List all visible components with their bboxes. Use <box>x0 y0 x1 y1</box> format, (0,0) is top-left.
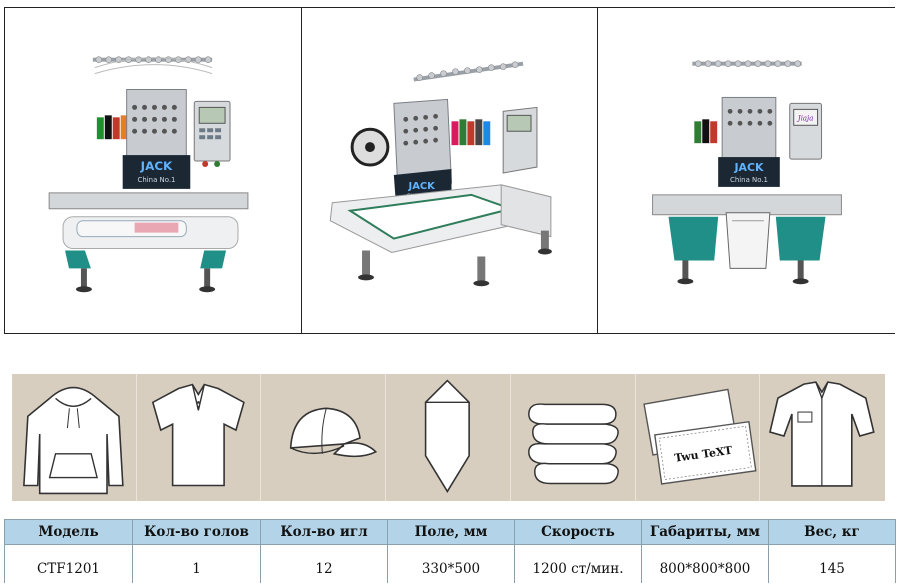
cell-dimensions: 800*800*800 <box>641 544 769 583</box>
brand-slogan: China No.1 <box>138 176 176 184</box>
machine-photo-tubular: Jiaja JACK China No.1 <box>598 8 896 333</box>
header-model: Модель <box>4 519 133 545</box>
cap-icon <box>261 374 387 501</box>
cell-heads: 1 <box>132 544 261 583</box>
brand-logo: JACK <box>407 181 435 192</box>
table-row: CTF1201 1 12 330*500 1200 ст/мин. 800*80… <box>4 544 896 583</box>
product-photo-strip: JACK China No.1 <box>4 7 896 334</box>
cell-weight: 145 <box>768 544 896 583</box>
svg-text:Jiaja: Jiaja <box>796 114 813 122</box>
header-weight: Вес, кг <box>768 519 896 545</box>
embroidery-machine-image: JACK China No.1 <box>329 61 552 287</box>
cell-speed: 1200 ст/мин. <box>514 544 642 583</box>
machine-photo-angle: JACK China No.1 <box>302 8 598 333</box>
button-shirt-icon <box>760 374 885 501</box>
brand-logo: JACK <box>733 161 764 174</box>
machine-photo-front: JACK China No.1 <box>5 8 302 333</box>
header-dimensions: Габариты, мм <box>641 519 769 545</box>
brand-slogan: China No.1 <box>730 176 768 184</box>
header-speed: Скорость <box>514 519 642 545</box>
cell-field: 330*500 <box>387 544 515 583</box>
brand-logo: JACK <box>140 159 173 173</box>
embroidery-machine-image: JACK China No.1 <box>48 56 249 293</box>
applications-band: Twu TeXT <box>12 374 885 501</box>
header-needles: Кол-во игл <box>260 519 388 545</box>
cell-model: CTF1201 <box>4 544 133 583</box>
polo-shirt-icon <box>137 374 262 501</box>
cell-needles: 12 <box>260 544 388 583</box>
spec-table: Модель Кол-во голов Кол-во игл Поле, мм … <box>4 519 896 583</box>
embroidery-machine-image: Jiaja JACK China No.1 <box>652 60 842 285</box>
header-heads: Кол-во голов <box>132 519 261 545</box>
table-header-row: Модель Кол-во голов Кол-во игл Поле, мм … <box>4 519 896 545</box>
hoodie-icon <box>12 374 137 501</box>
header-field: Поле, мм <box>387 519 515 545</box>
folded-towels-icon <box>511 374 636 501</box>
pennant-icon <box>386 374 511 501</box>
label-patch-icon: Twu TeXT <box>636 374 761 501</box>
